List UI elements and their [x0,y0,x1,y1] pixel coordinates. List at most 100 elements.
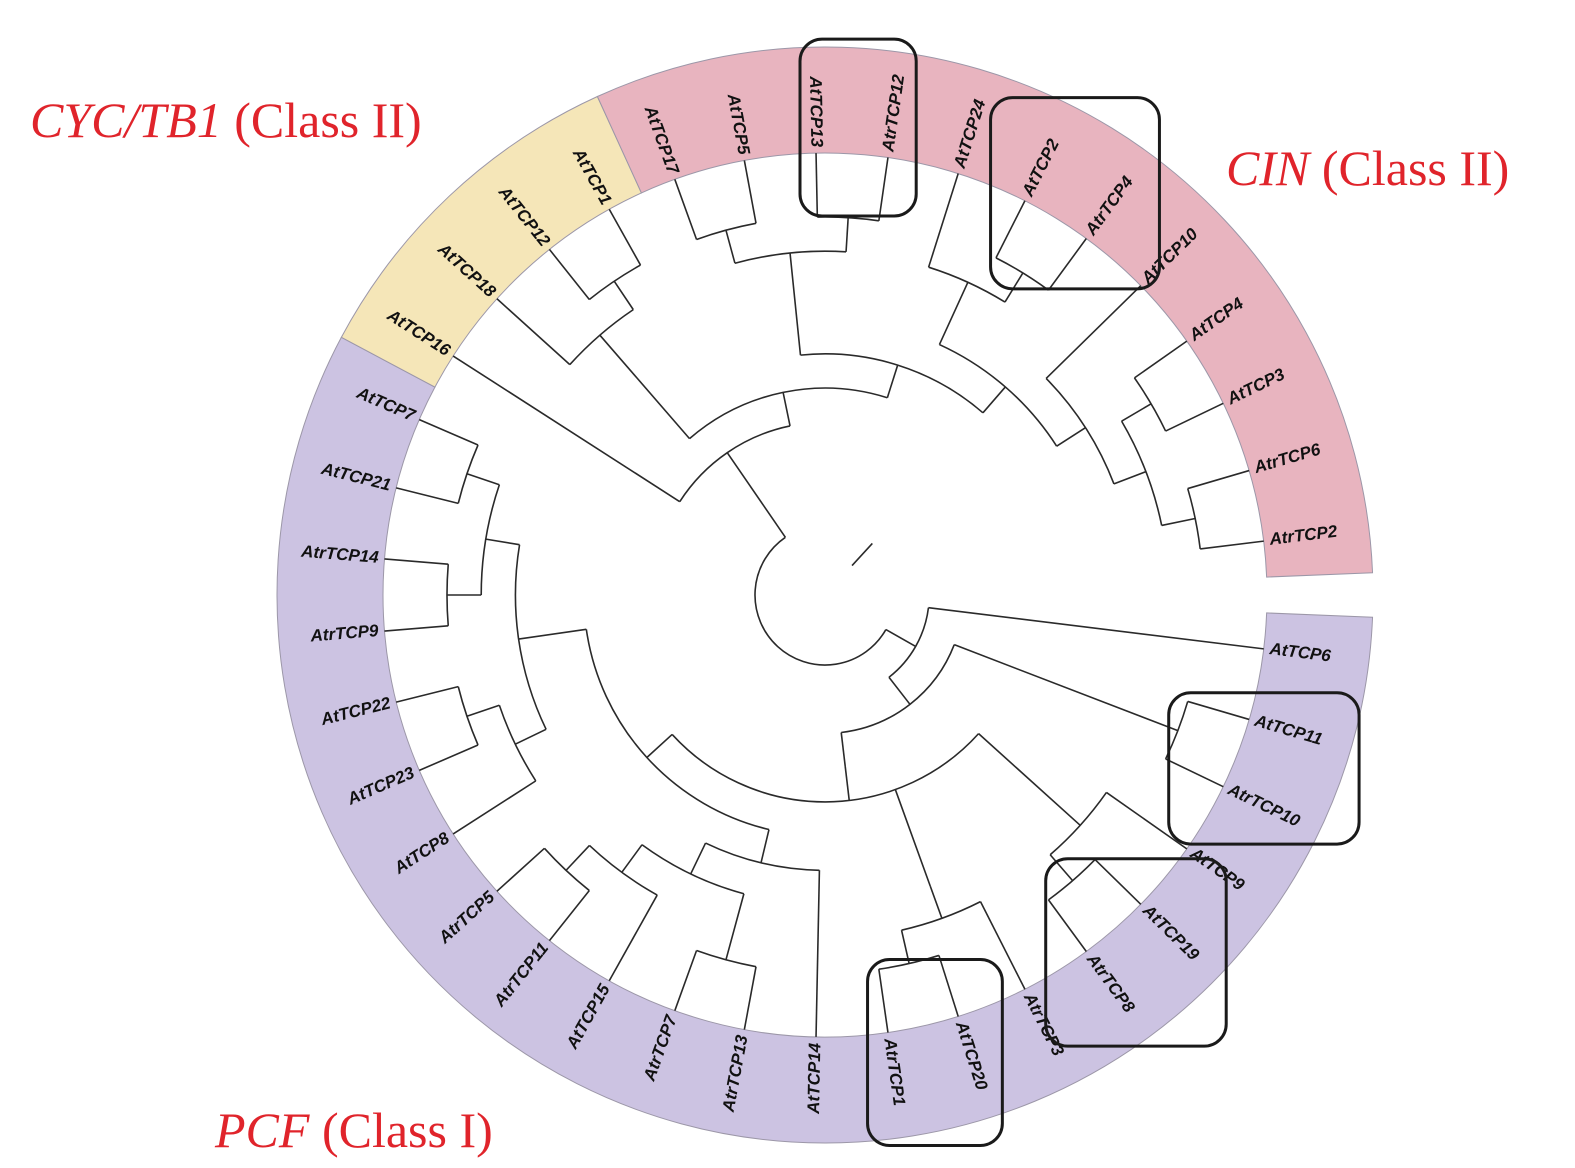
branch-radial-103 [1113,470,1147,485]
clade-ring [276,46,1374,1144]
clade-title-cin-class: (Class II) [1309,140,1510,196]
branch-radial-100 [1056,427,1086,447]
highlight-box-AtTCP11-AtrTCP10 [1167,691,1361,846]
branch-radial-9 [1165,758,1224,788]
branch-arc-71 [688,387,888,440]
clade-title-cin: CIN (Class II) [1226,143,1509,193]
branch-radial-63 [466,473,500,486]
clade-title-cin-italic: CIN [1226,140,1310,196]
clade-ring-pcf-0 [276,336,1374,1144]
branch-radial-74 [496,298,571,366]
branch-radial-111 [1187,469,1250,490]
branch-arc-101 [1045,377,1115,485]
branch-arc-73 [569,308,634,366]
highlight-box-AtTCP2-AtrTCP4 [989,96,1161,291]
branch-radial-77 [548,248,590,300]
branch-radial-23 [929,885,943,919]
clade-title-cyc-tb1: CYC/TB1 (Class II) [30,95,422,145]
branch-radial-29 [878,969,889,1033]
branch-radial-83 [725,229,736,264]
branch-radial-85 [674,179,698,240]
branch-arc-2 [888,607,930,678]
branch-radial-87 [845,217,849,252]
branch-radial-30 [646,733,673,759]
branch-radial-52 [452,780,537,835]
branch-radial-28 [938,955,959,1017]
branch-arc-33 [705,842,820,872]
branch-arc-36 [641,844,745,895]
branch-radial-55 [418,744,479,772]
branch-radial-99 [1047,238,1087,291]
branch-radial-20 [1047,899,1087,952]
branch-radial-75 [613,280,634,311]
branch-radial-102 [1045,285,1142,379]
branch-arc-92 [939,343,1058,447]
branch-radial-108 [1165,402,1224,432]
branch-arc-15 [1049,791,1108,856]
branch-radial-90 [878,157,889,221]
branch-radial-43 [608,894,658,982]
branch-arc-51 [498,704,537,782]
root-stub [851,542,873,567]
branch-radial-86 [743,160,757,224]
branch-radial-47 [496,847,545,892]
branch-radial-19 [1094,858,1142,905]
branch-radial-17 [1049,854,1074,882]
branch-radial-4 [888,676,911,705]
branch-radial-57 [485,538,520,546]
branch-radial-61 [384,625,449,632]
branch-radial-3 [928,606,1264,650]
branch-radial-50 [514,728,547,745]
branch-radial-14 [978,733,1081,826]
branch-arc-104 [1120,420,1163,526]
branch-arc-80 [800,353,984,414]
branch-radial-10 [840,732,847,767]
branch-radial-105 [1121,403,1152,422]
branch-arc-0 [754,536,887,666]
branch-arc-13 [671,733,980,803]
branch-radial-16 [1105,791,1188,850]
branch-radial-70 [782,392,791,427]
clade-title-cyc-italic: CYC/TB1 [30,92,222,148]
branch-radial-78 [608,208,642,266]
clade-title-cyc-class: (Class II) [221,92,422,148]
highlight-box-AtrTCP1-AtTCP20 [866,958,1004,1147]
branch-radial-53 [466,704,500,717]
clade-title-pcf-italic: PCF [215,1102,310,1158]
branch-radial-72 [599,334,691,440]
clade-title-pcf-class: (Class I) [309,1102,493,1158]
branch-arc-60 [446,564,450,626]
branch-radial-98 [995,200,1026,259]
branch-arc-31 [585,629,770,831]
branch-radial-81 [789,252,802,356]
highlight-box-AtTCP13-AtrTCP12 [798,37,918,218]
branch-arc-94 [928,266,1006,303]
branch-radial-34 [815,870,821,1037]
branch-radial-40 [674,950,698,1011]
branch-radial-67 [726,452,787,538]
branch-radial-65 [395,487,459,505]
branch-radial-35 [689,842,707,875]
branch-radial-39 [743,966,757,1030]
branch-arc-5 [841,644,955,734]
branch-arc-49 [514,544,547,730]
branch-arc-82 [734,250,847,264]
branch-arc-68 [679,425,791,503]
branch-radial-1 [885,628,917,648]
branch-radial-8 [1187,700,1250,721]
branch-radial-37 [725,893,745,961]
branch-arc-42 [588,844,658,896]
branch-radial-79 [886,364,899,398]
branch-radial-91 [982,386,1006,414]
branch-radial-12 [844,766,851,801]
branch-radial-69 [452,355,681,503]
branch-radial-66 [418,418,479,446]
branch-radial-46 [548,890,590,942]
branch-radial-44 [565,844,591,871]
branch-radial-95 [927,173,959,268]
leaf-label: AtTCP13 [806,75,826,148]
branch-radial-107 [1133,340,1188,379]
branch-radial-32 [760,829,770,863]
branch-radial-109 [1161,517,1196,527]
